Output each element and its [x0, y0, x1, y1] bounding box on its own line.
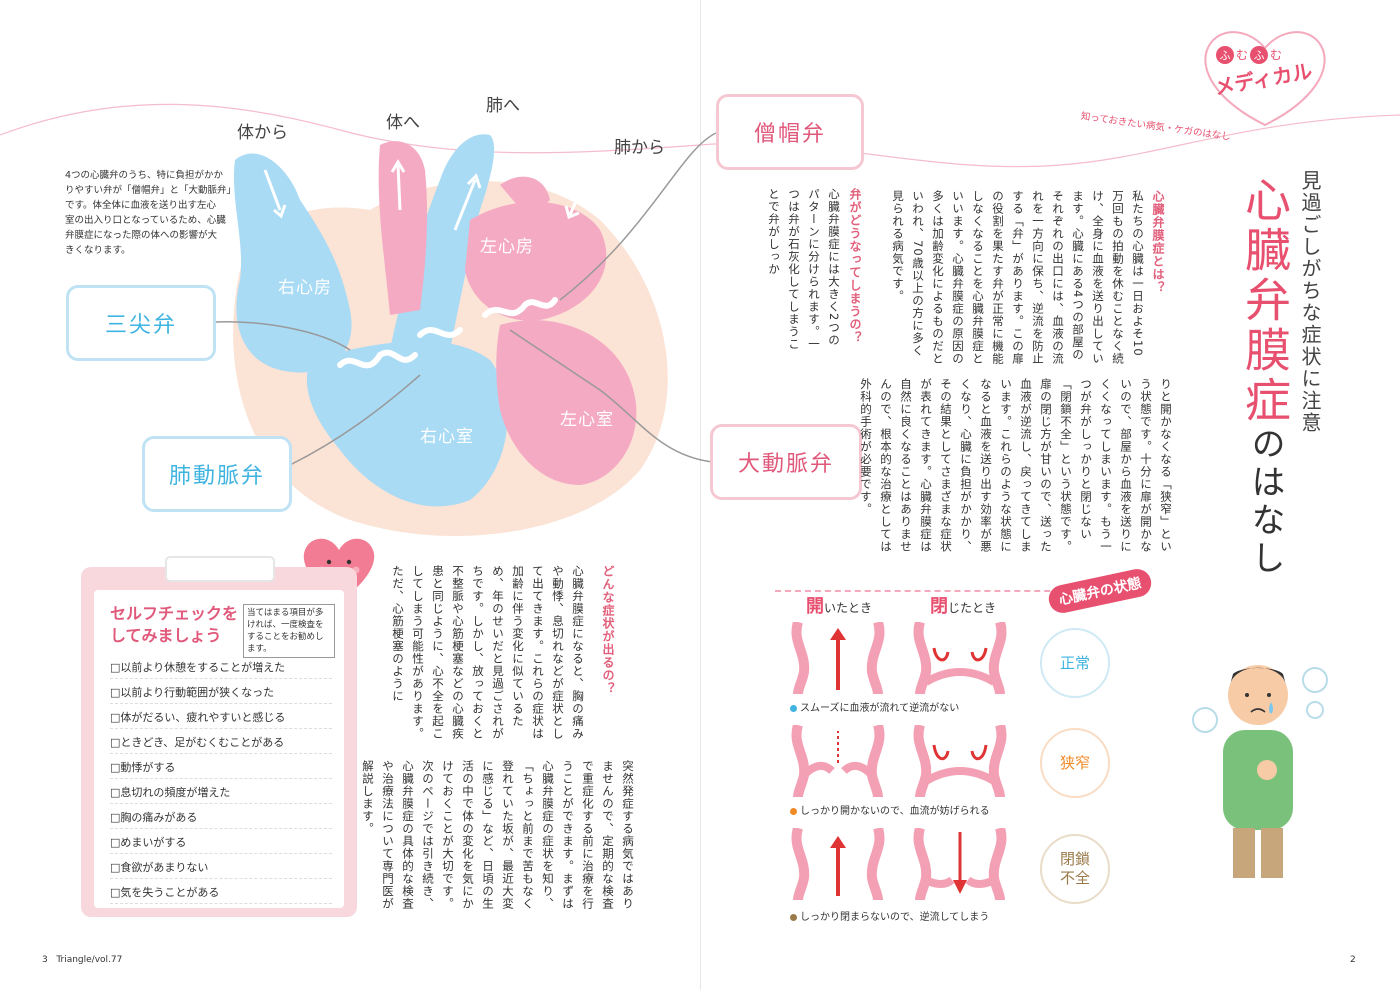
valve-states-panel	[775, 590, 1130, 920]
self-check-note: 当てはまる項目が多ければ、一度検査をすることをお勧めします。	[243, 604, 335, 658]
heart-intro-text: 4つの心臓弁のうち、特に負担がかか りやすい弁が「僧帽弁」と「大動脈弁」 です。…	[65, 170, 237, 256]
valve-caption-stenosis: しっかり開かないので、血流が妨げられる	[790, 802, 990, 817]
patient-man-illustration	[1192, 665, 1328, 878]
how-valve-heading: 弁がどうなってしまうの？	[848, 188, 862, 344]
article-kicker: 見過ごしがちな症状に注意	[1298, 170, 1322, 434]
page-number-right: 2	[1350, 955, 1356, 965]
self-check-card	[94, 590, 344, 908]
status-normal: 正常	[1040, 628, 1110, 698]
status-regurgitation: 閉鎖不全	[1040, 834, 1110, 904]
bullet-icon	[790, 807, 797, 815]
check-item[interactable]: □めまいがする	[110, 829, 332, 854]
label-right-atrium: 右心房	[278, 278, 332, 298]
self-check-title: セルフチェックを してみましょう	[110, 604, 239, 645]
check-item[interactable]: □息切れの頻度が増えた	[110, 779, 332, 804]
check-item[interactable]: □ときどき、足がむくむことがある	[110, 729, 332, 754]
page-gutter	[700, 0, 701, 990]
how-valve-text: 心臓弁膜症には大きく2つのパターンに分けられます。一つは弁が石灰化してしまうこと…	[767, 188, 841, 351]
valve-label-pulmonary: 肺動脈弁	[142, 436, 292, 512]
valve-label-tricuspid: 三尖弁	[66, 285, 216, 361]
valve-closed-heading: 閉じたとき	[930, 596, 997, 617]
label-to-lungs: 肺へ	[486, 96, 520, 116]
what-is-text-1: 私たちの心臓は一日およそ10万回もの拍動を休むことなく続け、全身に血液を送り出し…	[891, 190, 1145, 365]
check-item[interactable]: □動悸がする	[110, 754, 332, 779]
label-from-lungs: 肺から	[614, 138, 665, 158]
symptoms-text-top: 心臓弁膜症になると、胸の痛みや動悸、息切れなどが症状として出てきます。これらの症…	[391, 565, 585, 740]
valve-stenosis-closed-illustration	[913, 725, 1007, 797]
series-logo-chars: ふ む ふ む	[1216, 46, 1316, 64]
label-from-body: 体から	[237, 123, 288, 143]
label-left-atrium: 左心房	[480, 237, 534, 257]
valve-normal-open-illustration	[790, 622, 886, 694]
label-left-ventricle: 左心室	[560, 410, 614, 430]
check-item[interactable]: □食欲があまりない	[110, 854, 332, 879]
label-right-ventricle: 右心室	[420, 427, 474, 447]
article-title: 心臓弁膜症のはなし	[1238, 176, 1292, 578]
label-to-body: 体へ	[386, 113, 420, 133]
self-check-list: □以前より休憩をすることが増えた □以前より行動範囲が狭くなった □体がだるい、…	[110, 654, 332, 904]
status-stenosis: 狭窄	[1040, 728, 1110, 798]
valve-label-aortic: 大動脈弁	[710, 424, 862, 500]
page-number-left: 3 Triangle/vol.77	[42, 955, 123, 965]
valve-label-mitral: 僧帽弁	[716, 94, 864, 170]
valve-caption-normal: スムーズに血液が流れて逆流がない	[790, 699, 959, 714]
bullet-icon	[790, 913, 797, 921]
self-check-clip	[165, 556, 275, 582]
valve-caption-regurgitation: しっかり閉まらないので、逆流してしまう	[790, 908, 989, 923]
symptoms-heading: どんな症状が出るの？	[601, 565, 615, 695]
check-item[interactable]: □体がだるい、疲れやすいと感じる	[110, 704, 332, 729]
check-item[interactable]: □気を失うことがある	[110, 879, 332, 904]
what-is-text-2: りと開かなくなる「狭窄」という状態です。十分に扉が開かないので、部屋から血液を送…	[859, 378, 1173, 553]
bullet-icon	[790, 704, 797, 712]
valve-regurgitation-closed-illustration	[913, 828, 1007, 900]
symptoms-text-bottom: 突然発症する病気ではありませんので、定期的な検査で重症化する前に治療を行うことが…	[361, 760, 635, 910]
check-item[interactable]: □以前より行動範囲が狭くなった	[110, 679, 332, 704]
valve-open-heading: 開いたとき	[806, 596, 873, 617]
heart-illustration	[233, 134, 668, 536]
valve-regurgitation-open-illustration	[791, 828, 885, 900]
check-item[interactable]: □以前より休憩をすることが増えた	[110, 654, 332, 679]
what-is-heading: 心臓弁膜症とは？	[1151, 190, 1165, 294]
check-item[interactable]: □胸の痛みがある	[110, 804, 332, 829]
valve-stenosis-open-illustration	[791, 725, 885, 797]
valve-normal-closed-illustration	[913, 622, 1007, 694]
